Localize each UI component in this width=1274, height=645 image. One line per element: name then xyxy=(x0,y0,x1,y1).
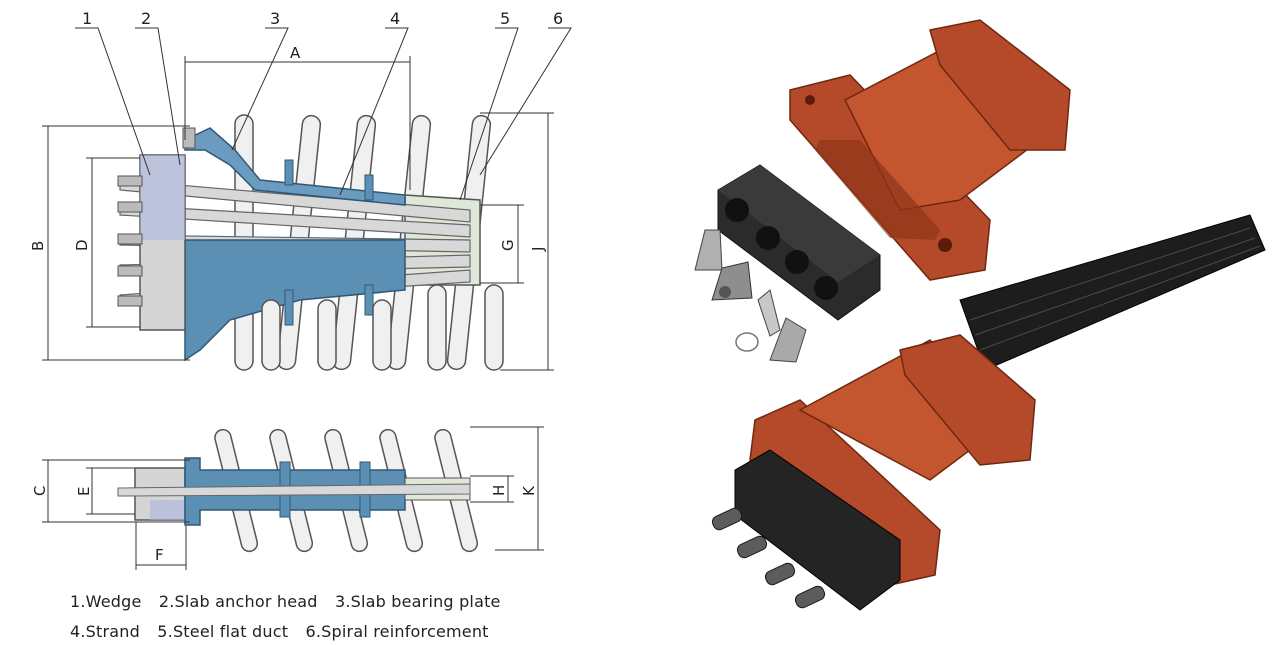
callout-numbers: 1 2 3 4 5 6 xyxy=(82,9,563,28)
assembled-anchor xyxy=(711,214,1266,611)
wedges xyxy=(117,175,143,307)
callout-1: 1 xyxy=(82,9,92,28)
legend-item-spiral-reinforcement: 6.Spiral reinforcement xyxy=(305,622,489,641)
legend-row-1: 1.Wedge 2.Slab anchor head 3.Slab bearin… xyxy=(70,592,590,611)
legend-row-2: 4.Strand 5.Steel flat duct 6.Spiral rein… xyxy=(70,622,590,641)
callout-6: 6 xyxy=(553,9,563,28)
legend-item-wedge: 1.Wedge xyxy=(70,592,142,611)
dimension-lines-top xyxy=(42,27,572,371)
callout-5: 5 xyxy=(500,9,510,28)
legend-item-slab-anchor-head: 2.Slab anchor head xyxy=(158,592,318,611)
dim-label-H: H xyxy=(490,485,508,496)
dim-label-G: G xyxy=(499,239,517,251)
dim-label-A: A xyxy=(290,44,301,62)
legend-item-steel-flat-duct: 5.Steel flat duct xyxy=(157,622,289,641)
dim-label-F: F xyxy=(155,546,164,564)
dim-label-C: C xyxy=(31,486,49,496)
product-illustration xyxy=(694,19,1266,611)
callout-4: 4 xyxy=(390,9,400,28)
legend-item-slab-bearing-plate: 3.Slab bearing plate xyxy=(334,592,501,611)
legend-item-strand: 4.Strand xyxy=(70,622,140,641)
dim-label-J: J xyxy=(529,247,547,252)
dim-label-B: B xyxy=(29,241,47,251)
callout-2: 2 xyxy=(141,9,151,28)
callout-3: 3 xyxy=(270,9,280,28)
wedge-parts xyxy=(694,229,807,363)
bearing-plate-exploded xyxy=(789,19,1071,281)
dim-label-K: K xyxy=(520,485,538,496)
strand-ends xyxy=(711,507,826,609)
dim-label-D: D xyxy=(73,239,91,251)
dim-label-E: E xyxy=(75,487,93,496)
anchor-section-view: 1 2 3 4 5 6 A B D G J xyxy=(29,9,572,371)
dimension-lines-bottom xyxy=(42,426,544,570)
anchor-plan-view: C E F H K xyxy=(31,426,544,570)
